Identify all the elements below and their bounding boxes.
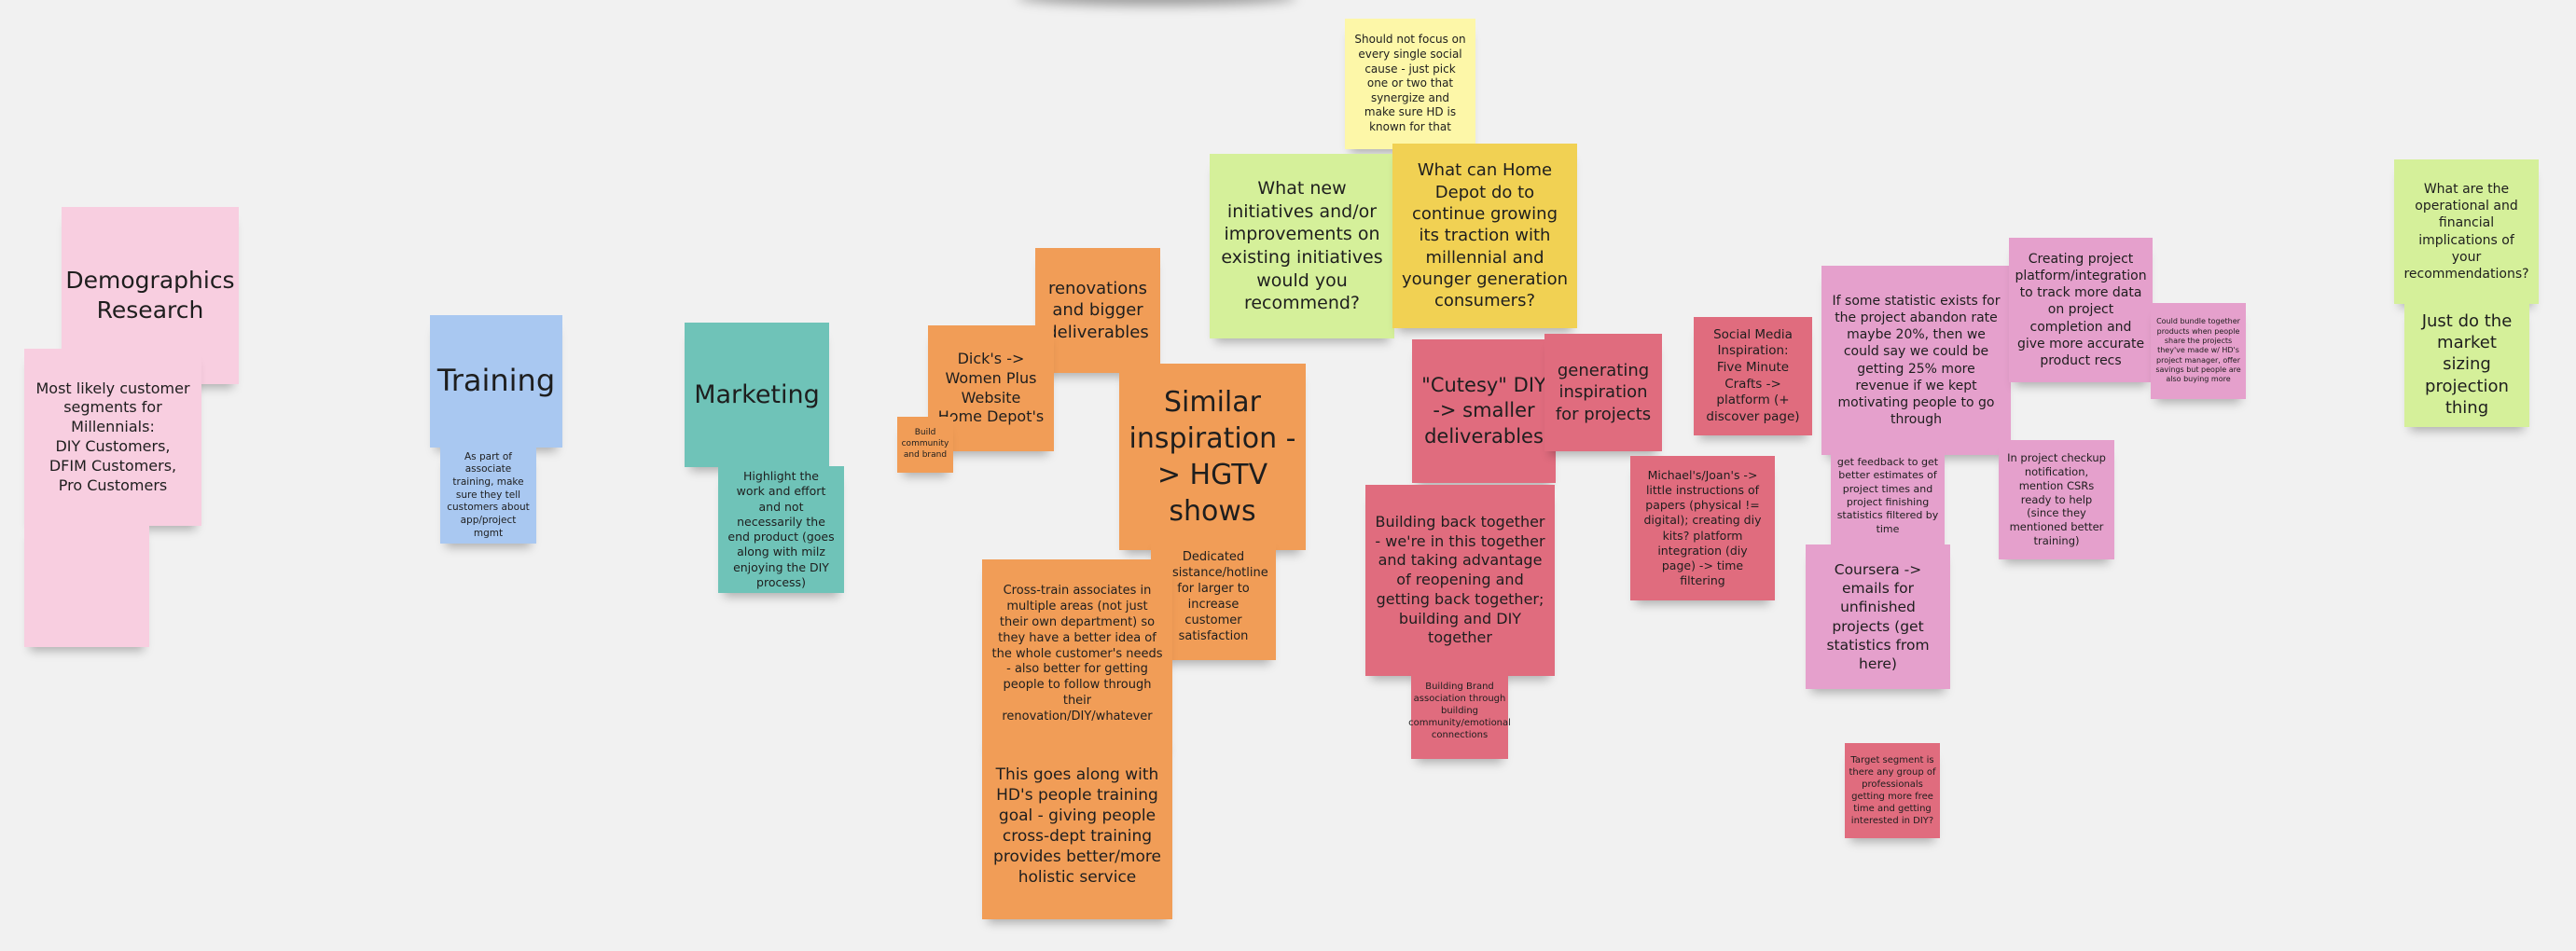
sticky-note-blank[interactable] [24,522,149,647]
sticky-note-market-sizing[interactable]: Just do the market sizing projection thi… [2404,302,2529,427]
sticky-note-what-can-home-depot[interactable]: What can Home Depot do to continue growi… [1392,144,1577,328]
sticky-note-build-community[interactable]: Build community and brand [897,417,953,473]
sticky-note-customer-segments[interactable]: Most likely customer segments for Millen… [24,349,201,526]
sticky-note-operational-implications[interactable]: What are the operational and financial i… [2394,159,2539,304]
sticky-note-cross-train[interactable]: Cross-train associates in multiple areas… [982,559,1172,750]
sticky-note-social-cause[interactable]: Should not focus on every single social … [1345,19,1475,149]
sticky-note-renovations[interactable]: renovations and bigger deliverables [1035,248,1160,373]
sticky-note-training-detail[interactable]: As part of associate training, make sure… [440,448,536,544]
sticky-note-target-segment[interactable]: Target segment is there any group of pro… [1845,743,1940,838]
sticky-note-project-abandon-statistic[interactable]: If some statistic exists for the project… [1821,266,2011,455]
sticky-note-creating-project-platform[interactable]: Creating project platform/integration to… [2009,238,2153,382]
sticky-note-building-back-together[interactable]: Building back together - we're in this t… [1365,485,1555,676]
sticky-note-social-media-inspiration[interactable]: Social Media Inspiration: Five Minute Cr… [1694,317,1812,435]
sticky-note-coursera-emails[interactable]: Coursera -> emails for unfinished projec… [1806,544,1950,689]
sticky-note-project-checkup[interactable]: In project checkup notification, mention… [1999,440,2114,559]
sticky-note-michaels-joans[interactable]: Michael's/Joan's -> little instructions … [1630,456,1775,600]
sticky-note-marketing[interactable]: Marketing [685,323,829,467]
sticky-note-building-brand[interactable]: Building Brand association through build… [1408,662,1511,759]
offscreen-note-shadow [1017,0,1296,6]
sticky-note-similar-inspiration-hgtv[interactable]: Similar inspiration -> HGTV shows [1119,364,1306,550]
sticky-note-bundle-products[interactable]: Could bundle together products when peop… [2151,303,2246,399]
sticky-note-marketing-detail[interactable]: Highlight the work and effort and not ne… [718,466,844,593]
sticky-note-generating-inspiration[interactable]: generating inspiration for projects [1544,334,1662,451]
sticky-note-what-new-initiatives[interactable]: What new initiatives and/or improvements… [1210,154,1394,338]
sticky-note-cutesy-diy[interactable]: "Cutesy" DIY -> smaller deliverables [1412,339,1556,483]
sticky-note-people-training[interactable]: This goes along with HD's people trainin… [982,733,1172,919]
sticky-note-get-feedback[interactable]: get feedback to get better estimates of … [1831,444,1945,548]
sticky-note-training[interactable]: Training [430,315,562,448]
